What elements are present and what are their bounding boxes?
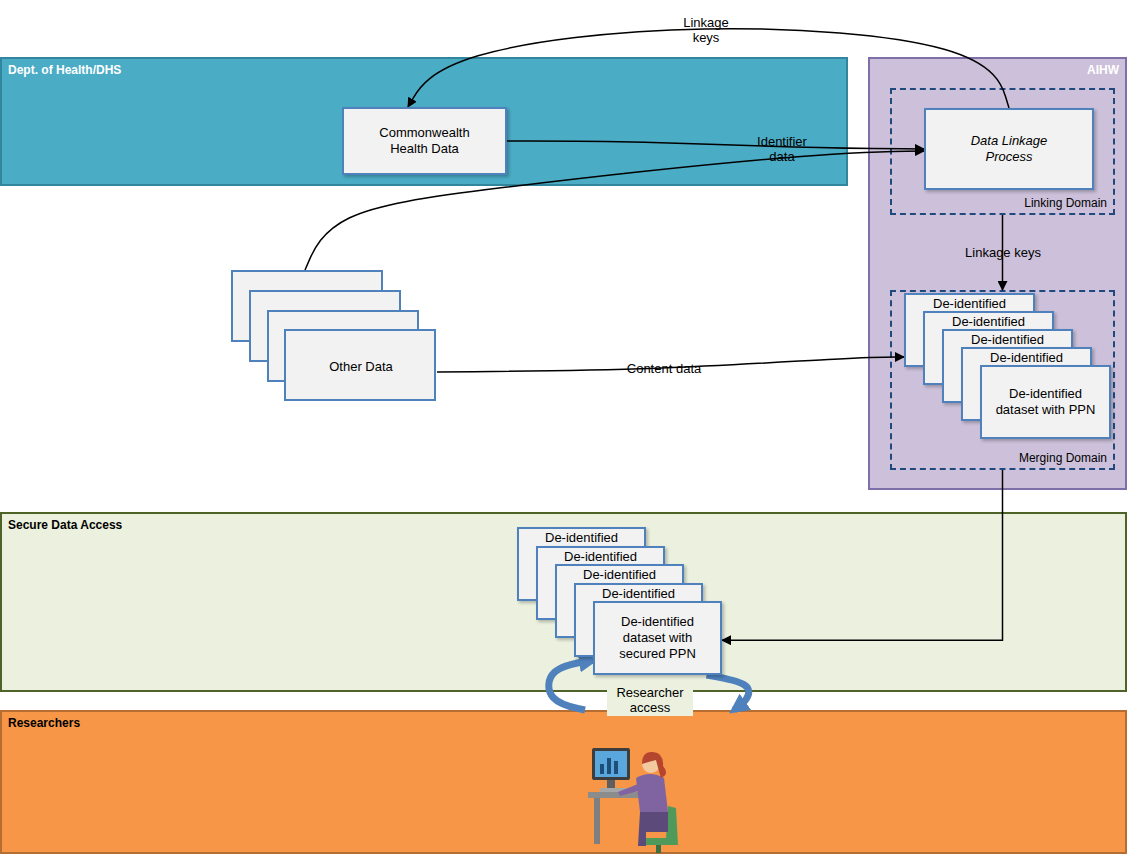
box-label: De-identified	[944, 331, 1071, 347]
chair-base	[656, 845, 661, 853]
box-label: De-identified	[925, 313, 1052, 329]
screen-bar	[614, 761, 618, 774]
person-body	[636, 774, 668, 812]
dataset-page: De-identified dataset with PPN	[980, 365, 1111, 439]
monitor-stand	[607, 780, 615, 788]
box-label: Data Linkage Process	[960, 133, 1058, 165]
band-heading: AIHW	[870, 59, 1125, 81]
box-label: Commonwealth Health Data	[364, 125, 485, 157]
desk-top	[588, 792, 642, 798]
box-label: De-identified	[557, 566, 682, 582]
stack-page	[285, 330, 435, 400]
box-label: De-identified	[538, 548, 663, 564]
edge-label: Researcher access	[607, 684, 693, 716]
box-label: De-identified	[576, 585, 701, 601]
organisation-band: Dept. of Health/DHS Commonwealth Health D…	[0, 57, 848, 186]
domain-region: Merging DomainDe-identifiedDe-identified…	[890, 290, 1115, 470]
domain-label: Linking Domain	[1024, 196, 1113, 213]
box-label: De-identified dataset with PPN	[994, 386, 1097, 418]
box-label: De-identified dataset with secured PPN	[605, 614, 710, 662]
desk-leg	[594, 798, 600, 844]
band-heading: Researchers	[2, 712, 1125, 734]
edge-label-holder: Researcher access	[607, 684, 693, 716]
user-band: Researchers	[0, 710, 1127, 854]
monitor-frame	[592, 748, 630, 780]
process-box: Data Linkage Process	[924, 108, 1094, 190]
flow-arrow	[1002, 215, 1004, 290]
data-stack: Other Data	[231, 270, 437, 402]
band-heading: Dept. of Health/DHS	[2, 59, 846, 81]
person-legs	[638, 812, 668, 846]
dataset-page: De-identified dataset with secured PPN	[593, 601, 722, 675]
box-label: Other Data	[286, 331, 436, 401]
screen-bar	[607, 758, 611, 774]
box-label: De-identified	[519, 529, 644, 545]
box-label: De-identified	[963, 349, 1090, 365]
page-stack-outline	[231, 270, 437, 402]
screen-bar	[600, 764, 604, 774]
monitor-screen	[595, 751, 627, 777]
data-source-box: Commonwealth Health Data	[342, 107, 507, 175]
organisation-band: AIHW Linking Domain Data Linkage ProcessMe…	[868, 57, 1127, 490]
domain-region: Linking Domain Data Linkage Process	[890, 88, 1115, 215]
box-label: De-identified	[906, 295, 1033, 311]
domain-label: Merging Domain	[1019, 451, 1113, 468]
